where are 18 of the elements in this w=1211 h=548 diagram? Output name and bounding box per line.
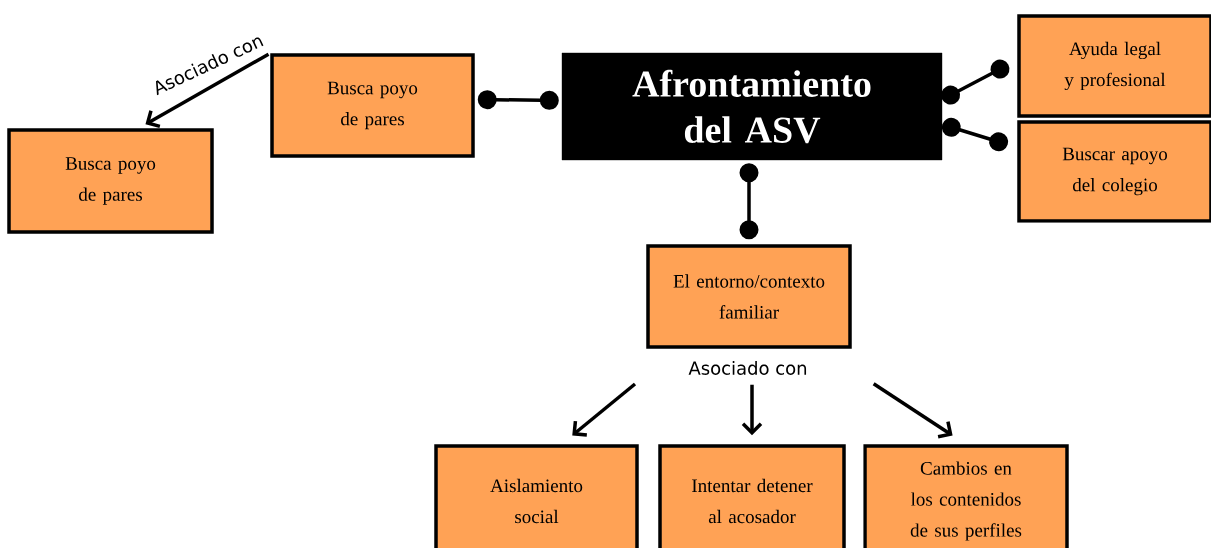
connector [739,163,759,240]
connector [941,117,1009,152]
arrow [572,382,637,437]
concept-box: Busca poyo de pares [7,128,214,234]
edge-label: Asociado con [687,360,809,376]
concept-box: El entorno/contexto familiar [646,244,852,349]
concept-box: Busca poyo de pares [270,53,475,158]
concept-box: Buscar apoyo del colegio [1017,120,1211,223]
concept-box: Aislamiento social [434,444,639,548]
concept-box: Intentar detener al acosador [658,444,846,548]
arrow [145,52,270,129]
arrow [741,384,763,436]
concept-box: Ayuda legal y profesional [1017,14,1211,118]
concept-box: Cambios en los contenidos de sus perfiles [863,444,1069,548]
connector [941,59,1010,105]
title-box: Afrontamiento del ASV [561,52,943,161]
arrow [872,382,953,439]
connector [477,90,559,110]
